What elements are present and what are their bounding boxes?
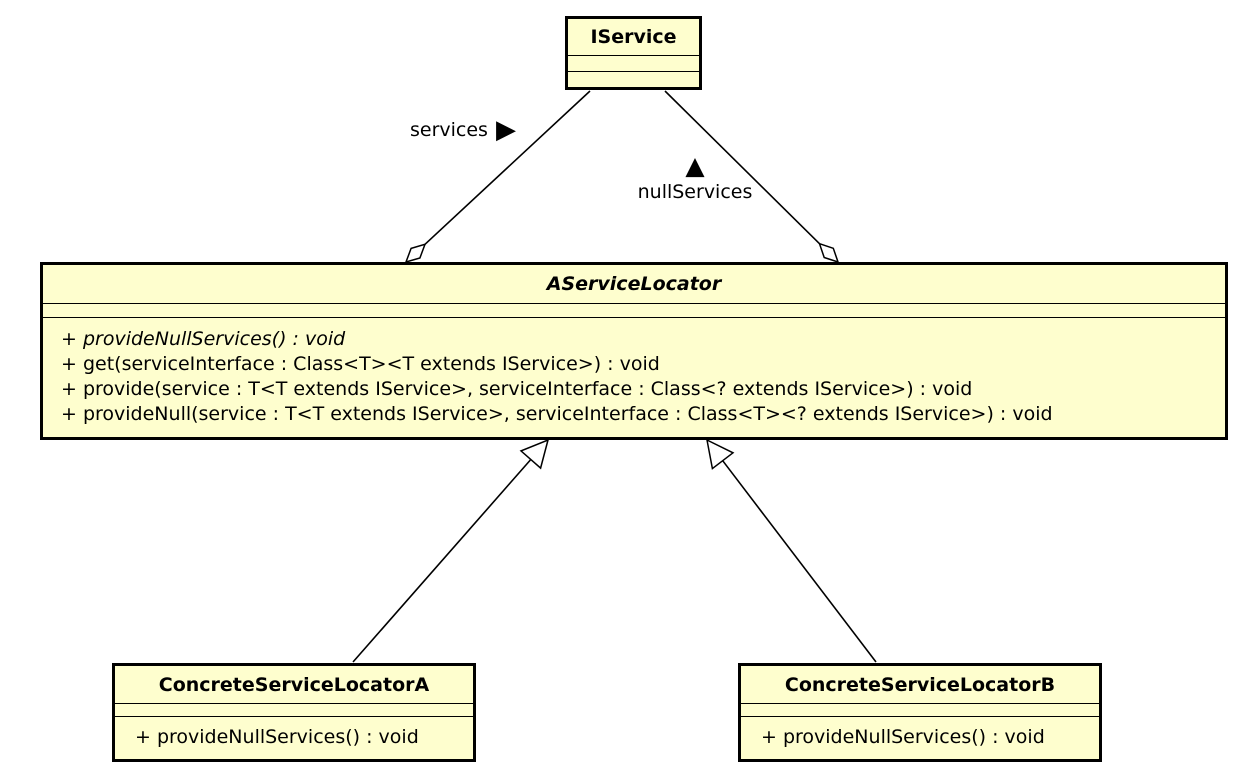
generalization-line-a	[352, 458, 532, 663]
class-attributes-iservice	[568, 55, 699, 71]
relation-label-nullservices: ▲ nullServices	[620, 152, 770, 205]
method-providenullservices: + provideNullServices() : void	[61, 328, 346, 350]
class-box-concreteservicelocatora: ConcreteServiceLocatorA + provideNullSer…	[112, 663, 476, 762]
method-providenull: + provideNull(service : T<T extends ISer…	[61, 403, 1053, 425]
class-attributes-concreteservicelocatora	[115, 703, 473, 716]
class-methods-concreteservicelocatorb: + provideNullServices() : void	[741, 716, 1099, 759]
class-attributes-concreteservicelocatorb	[741, 703, 1099, 716]
aggregation-line-services	[424, 90, 591, 245]
method-get: + get(serviceInterface : Class<T><T exte…	[61, 353, 660, 375]
method-providenullservices-a: + provideNullServices() : void	[135, 726, 419, 748]
class-box-aservicelocator: AServiceLocator + provideNullServices() …	[40, 262, 1228, 440]
class-methods-aservicelocator: + provideNullServices() : void + get(ser…	[43, 317, 1225, 437]
class-methods-concreteservicelocatora: + provideNullServices() : void	[115, 716, 473, 759]
direction-arrow-up-icon: ▲	[685, 151, 705, 180]
method-provide: + provide(service : T<T extends IService…	[61, 378, 973, 400]
generalization-arrowhead-b	[705, 438, 735, 470]
class-methods-iservice	[568, 71, 699, 87]
class-title-concreteservicelocatora: ConcreteServiceLocatorA	[158, 673, 430, 696]
class-box-iservice: IService	[565, 16, 702, 90]
generalization-line-b	[722, 460, 877, 663]
aggregation-diamond-services	[404, 243, 427, 264]
relation-label-services-text: services	[410, 119, 488, 141]
class-box-concreteservicelocatorb: ConcreteServiceLocatorB + provideNullSer…	[738, 663, 1102, 762]
generalization-arrowhead-a	[519, 438, 550, 470]
class-title-aservicelocator: AServiceLocator	[546, 273, 722, 295]
method-providenullservices-b: + provideNullServices() : void	[761, 726, 1045, 748]
class-title-concreteservicelocatorb: ConcreteServiceLocatorB	[784, 673, 1056, 696]
aggregation-line-nullservices	[664, 90, 821, 245]
relation-label-services: services ▶	[410, 112, 516, 148]
relation-label-nullservices-text: nullServices	[637, 181, 753, 203]
class-attributes-aservicelocator	[43, 303, 1225, 317]
direction-arrow-right-icon: ▶	[495, 115, 516, 145]
aggregation-diamond-nullservices	[818, 242, 840, 264]
class-title-iservice: IService	[590, 26, 677, 48]
